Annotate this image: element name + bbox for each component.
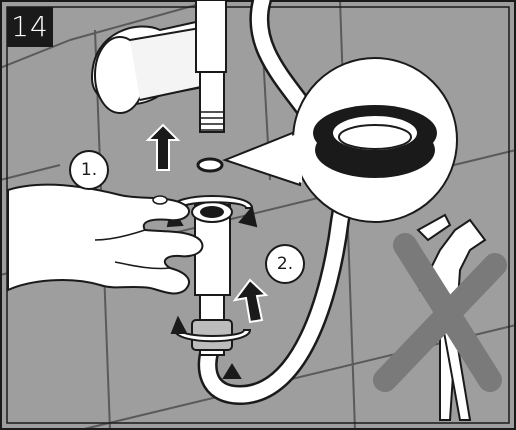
- outlet-pipe: [196, 0, 226, 132]
- callout-step-2: 2.: [265, 244, 305, 284]
- hose-nut: [192, 202, 232, 355]
- step-number-badge: 14: [7, 7, 53, 47]
- hand: [8, 185, 202, 294]
- callout-step-1: 1.: [69, 150, 109, 190]
- small-washer: [198, 159, 222, 171]
